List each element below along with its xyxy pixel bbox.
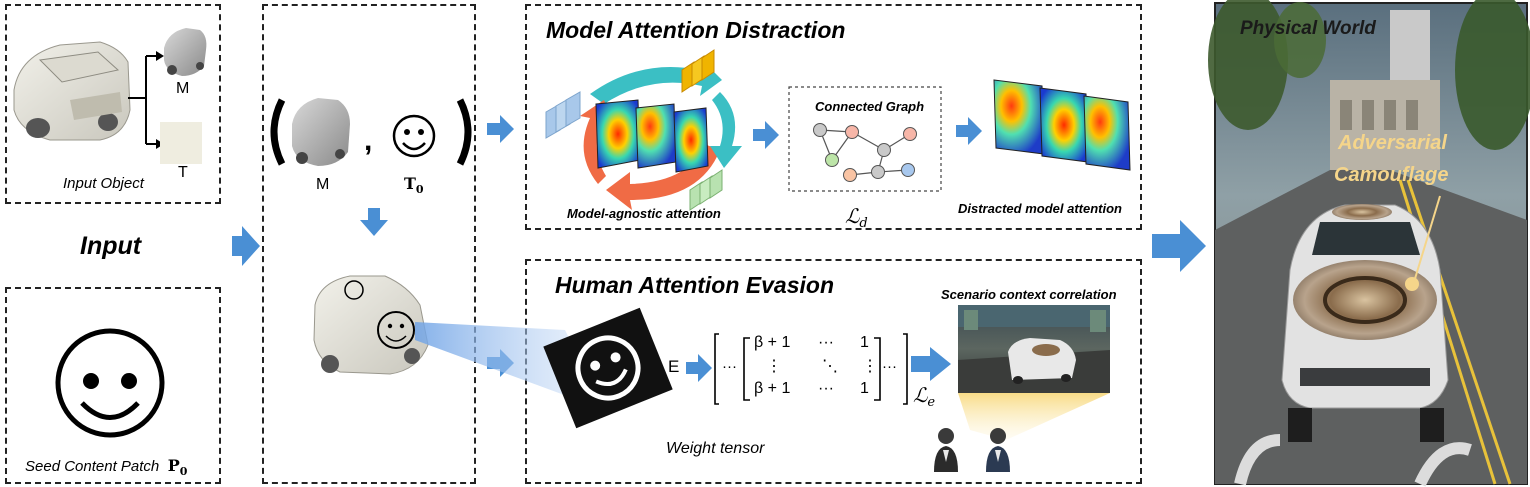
tuple-mesh-label: M [316,176,330,193]
matrix-r3c3: 1 [860,380,869,397]
textured-car-model [313,275,429,375]
matrix-r1c3: 1 [860,334,869,351]
feature-blocks-yellow [681,49,715,93]
agnostic-caption: Model-agnostic attention [567,206,721,221]
tuple-smiley-icon [392,114,436,158]
weight-patch-black [543,307,673,429]
loss-d-subscript: d [859,216,868,232]
tuple-smiley-eye-left [404,129,410,135]
seed-smiley-eye-right [121,373,137,389]
to-distraction-arrow [487,115,514,143]
distraction-title: Model Attention Distraction [546,17,846,43]
distracted-heatmaps [993,79,1131,171]
mesh-car-small [164,28,207,76]
matrix-left-dots: ··· [722,358,737,375]
graph-nodes [813,123,917,182]
physical-title: Physical World [1240,18,1376,39]
scenario-title: Scenario context correlation [941,287,1117,302]
seed-patch-panel [5,287,221,484]
tuple-smiley-eye-right [418,129,424,135]
feature-blocks-blue [545,91,581,139]
right-paren [456,98,472,166]
camouflage-label-line2: Camouflage [1334,164,1449,186]
loss-e: ℒe [913,383,935,410]
loss-d-symbol: ℒ [845,204,860,228]
distracted-caption: Distracted model attention [958,201,1122,216]
matrix-right-dots: ··· [882,358,897,375]
heatmap-stack [595,99,709,173]
input-car-model [13,41,131,141]
seed-patch-subscript: 0 [179,465,188,479]
feature-blocks-green [689,169,723,211]
matrix-r3c1: β + 1 [754,380,791,397]
matrix-brackets [714,333,908,405]
scenario-image [958,305,1110,393]
input-object-caption: Input Object [63,175,144,192]
tuple-comma: , [364,124,373,157]
texture-swatch [160,122,202,164]
tuple-texture-symbol: T [404,174,416,193]
distraction-panel [525,4,1142,230]
seed-patch-caption-row: Seed Content Patch P0 [25,456,187,478]
tuple-texture-label: T0 [404,174,424,196]
matrix-r3c2: ··· [818,380,834,397]
branch-arrow-mesh [156,51,164,61]
loss-e-subscript: e [927,395,936,411]
physical-world-image [1208,0,1530,487]
evasion-title: Human Attention Evasion [555,272,834,298]
to-physical-arrow [1152,220,1206,272]
viewer-beam [958,393,1110,440]
graph-title: Connected Graph [815,99,925,114]
combination-panel [262,4,476,484]
seed-smiley-eye-left [83,373,99,389]
graph-edges [819,129,911,176]
input-branch-lines [128,55,156,145]
matrix-r1c2: ··· [818,334,834,351]
loss-d: ℒd [845,204,868,231]
connected-graph-box [788,86,942,192]
graph-to-distracted-arrow [956,117,982,145]
down-arrow [360,208,388,236]
seed-patch-symbol: P [167,456,180,475]
viewer-person-1 [934,428,958,472]
viewer-person-2 [986,428,1010,472]
loss-e-symbol: ℒ [913,383,928,407]
input-title: Input [80,232,142,260]
matrix-r2c1: ⋮ [766,358,782,375]
camouflage-label-line1: Adversarial [1338,132,1447,154]
input-arrow [232,226,260,266]
e-label: E [668,357,680,376]
input-object-panel [5,4,221,204]
matrix-r2c3: ⋮ [862,358,878,375]
texture-label-t: T [178,164,188,181]
tuple-texture-subscript: 0 [415,183,424,197]
matrix-r2c2: ⋱ [822,358,838,375]
matrix-to-scene-arrow [911,347,951,381]
mesh-label-m: M [176,80,190,97]
e-arrow [686,354,712,382]
agnostic-to-graph-arrow [753,121,779,149]
matrix-r1c1: β + 1 [754,334,791,351]
seed-smiley-icon [55,328,165,438]
left-paren [270,98,286,166]
tuple-car-model [292,98,350,166]
weight-caption: Weight tensor [666,440,765,457]
seed-patch-caption: Seed Content Patch [25,458,160,475]
